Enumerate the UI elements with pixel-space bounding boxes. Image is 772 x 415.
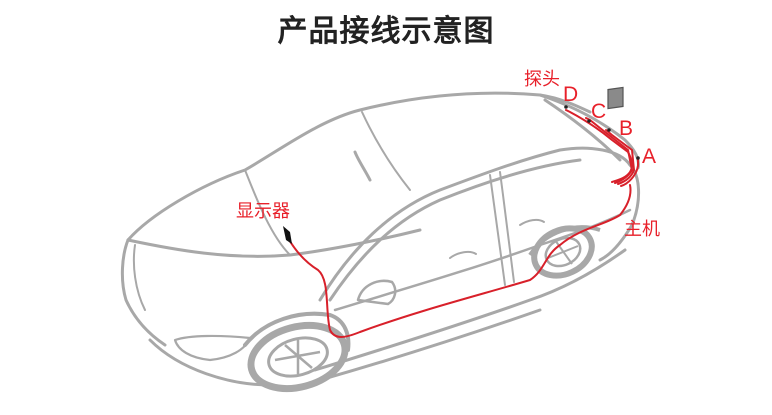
sensor-c-point	[587, 119, 591, 123]
sensor-d-point	[564, 105, 568, 109]
display-label: 显示器	[236, 201, 290, 222]
car-outline	[120, 91, 641, 387]
probe-label: 探头	[524, 69, 560, 90]
sensor-a-point	[636, 156, 640, 160]
page-title: 产品接线示意图	[277, 14, 495, 49]
sensor-b-point	[607, 128, 611, 132]
sensor-d-label: D	[563, 83, 579, 106]
front-wheel	[247, 321, 349, 393]
display-unit-icon	[283, 226, 292, 244]
host-box-icon	[607, 86, 624, 110]
wiring-harness	[287, 109, 639, 338]
sensor-points	[564, 105, 640, 160]
sensor-c-label: C	[591, 100, 607, 123]
host-label: 主机	[624, 219, 660, 240]
sensor-b-label: B	[619, 117, 634, 140]
sensor-a-label: A	[642, 145, 657, 168]
